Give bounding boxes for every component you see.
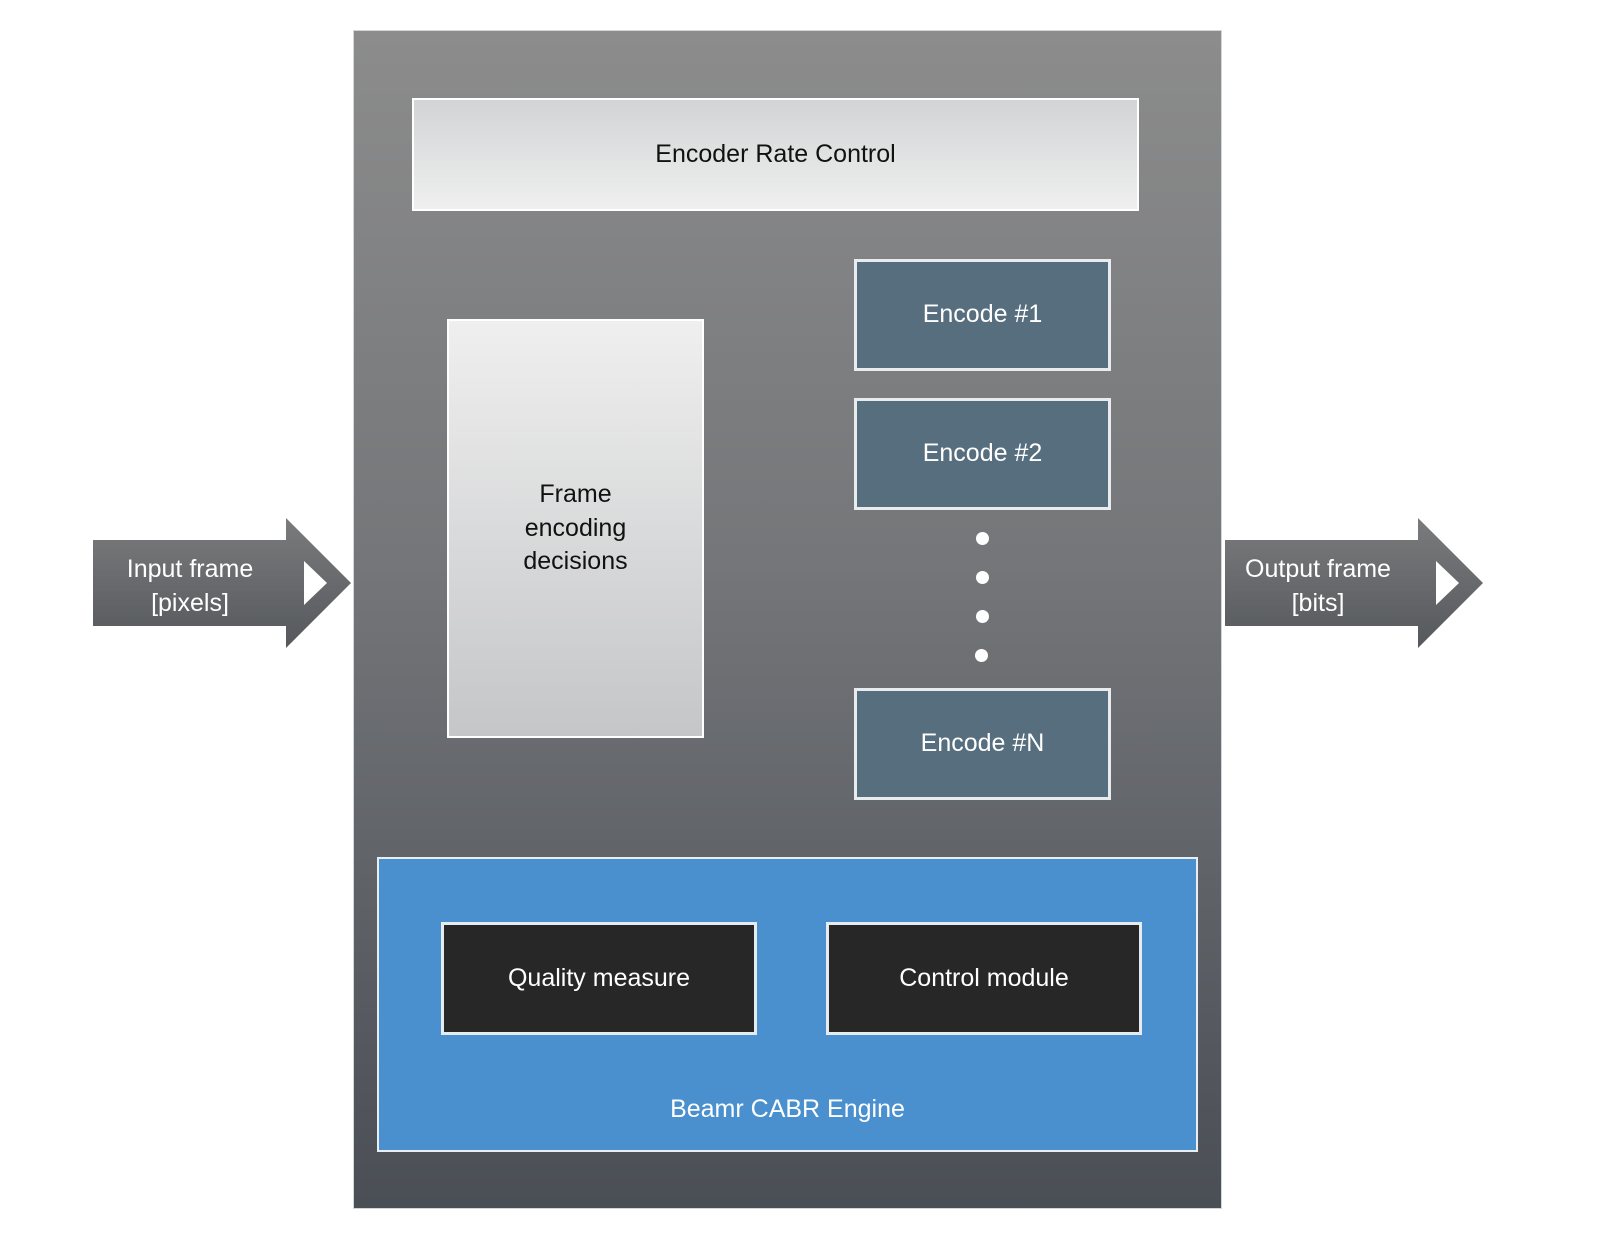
encode-n-box: Encode #N <box>854 688 1111 800</box>
ellipsis-dot <box>975 649 988 662</box>
quality-measure-box: Quality measure <box>441 922 757 1035</box>
frame-encoding-decisions-box: Frame encoding decisions <box>447 319 704 738</box>
input-arrow-shape <box>93 518 351 648</box>
encode-1-box: Encode #1 <box>854 259 1111 371</box>
input-arrow-label: Input frame [pixels] <box>126 555 254 617</box>
ellipsis-dot <box>976 610 989 623</box>
ellipsis-dot <box>976 532 989 545</box>
output-arrow-shape <box>1225 518 1483 648</box>
ellipsis-dot <box>976 571 989 584</box>
cabr-engine-label: Beamr CABR Engine <box>670 1095 905 1124</box>
encoder-rate-control-box: Encoder Rate Control <box>412 98 1139 211</box>
output-arrow-label: Output frame [bits] <box>1245 555 1391 617</box>
encode-2-box: Encode #2 <box>854 398 1111 510</box>
control-module-box: Control module <box>826 922 1142 1035</box>
